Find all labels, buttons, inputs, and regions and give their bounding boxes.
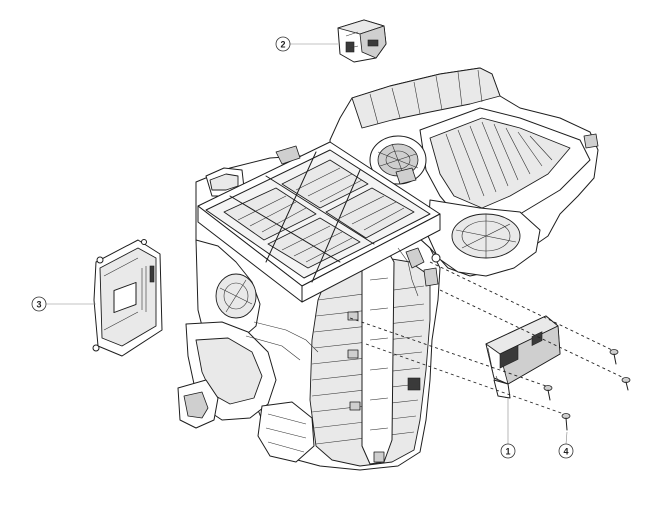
part-4-bolts: [543, 349, 631, 431]
bolt: [609, 349, 619, 365]
callout-3-label: 3: [36, 299, 41, 309]
callout-2-label: 2: [280, 39, 285, 49]
hvac-housing: [177, 67, 599, 471]
bolt: [621, 377, 631, 391]
callout-2: 2: [275, 36, 338, 52]
callout-4-label: 4: [563, 446, 568, 456]
assembly-lines: [349, 261, 625, 415]
callout-4: 4: [558, 431, 574, 459]
bolt: [543, 385, 553, 401]
callout-3: 3: [31, 296, 96, 312]
part-3-cover-panel: [92, 239, 163, 357]
callout-1-label: 1: [505, 446, 510, 456]
bolt: [561, 413, 571, 431]
part-2-control-module: [337, 19, 387, 63]
callout-1: 1: [500, 398, 516, 459]
